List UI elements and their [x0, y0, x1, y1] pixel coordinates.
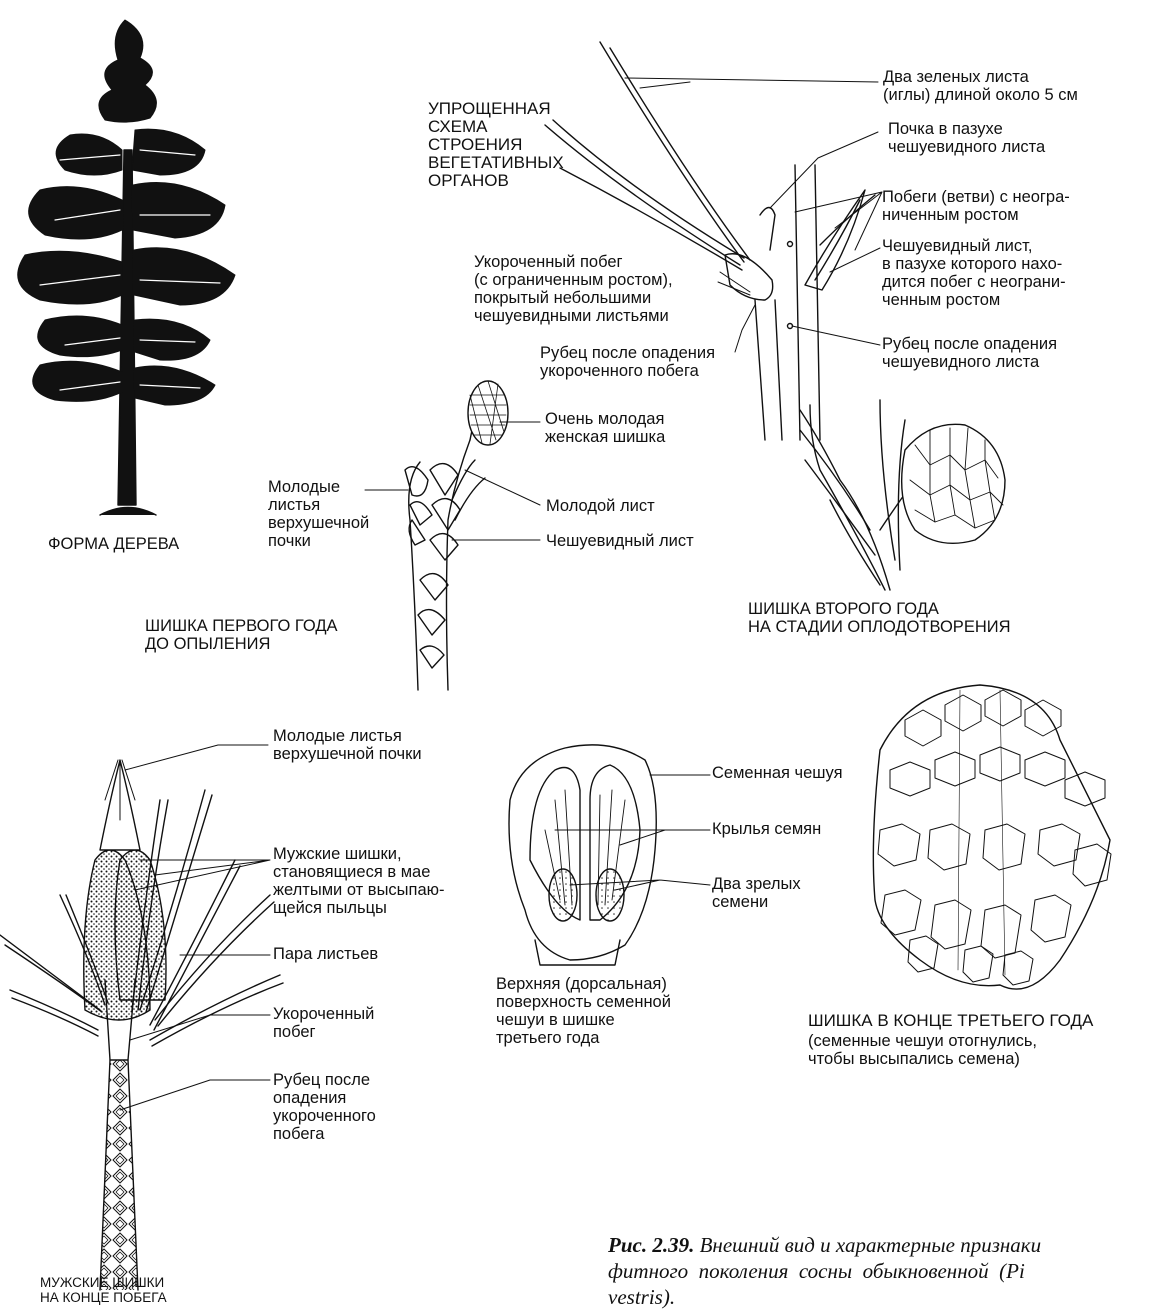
label-axillary-bud: Почка в пазухе чешуевидного листа: [888, 120, 1045, 156]
seed-scale-illustration: [509, 745, 656, 965]
first-year-cone-caption: ШИШКА ПЕРВОГО ГОДА ДО ОПЫЛЕНИЯ: [145, 617, 338, 653]
label-young-female-cone: Очень молодая женская шишка: [545, 410, 665, 446]
leader-lines: [120, 78, 882, 1110]
label-scale-leaf: Чешуевидный лист: [546, 532, 694, 550]
label-young-leaf: Молодой лист: [546, 497, 655, 515]
vegetative-scheme-title: УПРОЩЕННАЯ СХЕМА СТРОЕНИЯ ВЕГЕТАТИВНЫХ О…: [428, 100, 564, 190]
pine-tree-illustration: [18, 20, 235, 515]
label-two-needles: Два зеленых листа (иглы) длиной около 5 …: [883, 68, 1078, 104]
seed-scale-caption: Верхняя (дорсальная) поверхность семенно…: [496, 975, 671, 1047]
male-cones-illustration: [0, 760, 283, 1290]
label-male-short-shoot: Укороченный побег: [273, 1005, 374, 1041]
label-male-scar: Рубец после опадения укороченного побега: [273, 1071, 376, 1143]
label-long-shoots: Побеги (ветви) с неогра- ниченным ростом: [882, 188, 1070, 224]
tree-caption: ФОРМА ДЕРЕВА: [48, 535, 179, 553]
third-year-cone-caption: ШИШКА В КОНЦЕ ТРЕТЬЕГО ГОДА: [808, 1012, 1093, 1030]
third-year-cone-illustration: [873, 685, 1111, 989]
male-cones-caption: МУЖСКИЕ ШИШКИ НА КОНЦЕ ПОБЕГА: [40, 1275, 167, 1305]
label-mature-seeds: Два зрелых семени: [712, 875, 801, 911]
label-male-cones: Мужские шишки, становящиеся в мае желтым…: [273, 845, 445, 917]
label-leaf-pair: Пара листьев: [273, 945, 378, 963]
vegetative-organs-scheme: [545, 42, 875, 440]
figure-number: Рис. 2.39.: [608, 1233, 694, 1257]
figure-caption: Рис. 2.39. Внешний вид и характерные при…: [608, 1232, 1153, 1310]
second-year-cone-caption: ШИШКА ВТОРОГО ГОДА НА СТАДИИ ОПЛОДОТВОРЕ…: [748, 600, 1011, 636]
label-seed-scale: Семенная чешуя: [712, 764, 843, 782]
label-shoot-scar: Рубец после опадения укороченного побега: [540, 344, 715, 380]
label-short-shoot: Укороченный побег (с ограниченным ростом…: [474, 253, 673, 325]
second-year-cone-illustration: [800, 400, 1005, 590]
label-leaf-scar: Рубец после опадения чешуевидного листа: [882, 335, 1057, 371]
label-apical-bud-leaves: Молодые листья верхушечной почки: [268, 478, 369, 550]
label-scale-leaf-axil: Чешуевидный лист, в пазухе которого нахо…: [882, 237, 1066, 309]
label-male-apical-leaves: Молодые листья верхушечной почки: [273, 727, 422, 763]
first-year-cone-illustration: [405, 381, 508, 690]
label-seed-wings: Крылья семян: [712, 820, 821, 838]
third-year-cone-subcaption: (семенные чешуи отогнулись, чтобы высыпа…: [808, 1032, 1037, 1068]
